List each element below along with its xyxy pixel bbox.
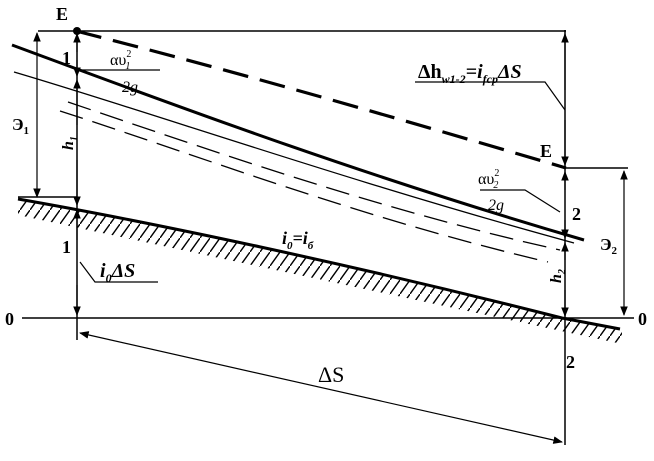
section1-label-top: 1 <box>62 48 71 68</box>
head-loss-formula: Δhw1-2=ifсрΔS <box>418 61 522 86</box>
datum-label-left: 0 <box>5 309 14 329</box>
section2-label-bottom: 2 <box>566 352 575 372</box>
length-dimension <box>79 331 563 444</box>
energy-line <box>75 29 567 170</box>
slope-equation: i0=iб <box>282 228 314 252</box>
length-label: ΔS <box>318 362 344 387</box>
energy1-label: Э1 <box>12 115 29 137</box>
depth1-label: h1 <box>60 136 80 150</box>
section1-energy-point <box>73 27 81 35</box>
energy-label-left: E <box>56 4 68 24</box>
dashed-line-lower <box>59 110 549 263</box>
vh2-leader <box>480 189 561 213</box>
bed-hatching <box>18 199 622 344</box>
svg-text:2g: 2g <box>488 197 504 214</box>
bed-drop-label: i0ΔS <box>100 260 135 285</box>
dashed-line-upper <box>67 101 561 251</box>
svg-text:2g: 2g <box>122 79 138 96</box>
energy-label-right: E <box>540 141 552 161</box>
loss-leader <box>415 81 566 111</box>
section1-label-bottom: 1 <box>62 237 71 257</box>
drop-leader <box>79 261 158 283</box>
depth2-label: h2 <box>548 269 568 283</box>
section2-label-mid: 2 <box>572 204 581 224</box>
energy2-label: Э2 <box>600 235 618 257</box>
datum-label-right: 0 <box>638 309 647 329</box>
thin-surface-line <box>13 71 575 244</box>
